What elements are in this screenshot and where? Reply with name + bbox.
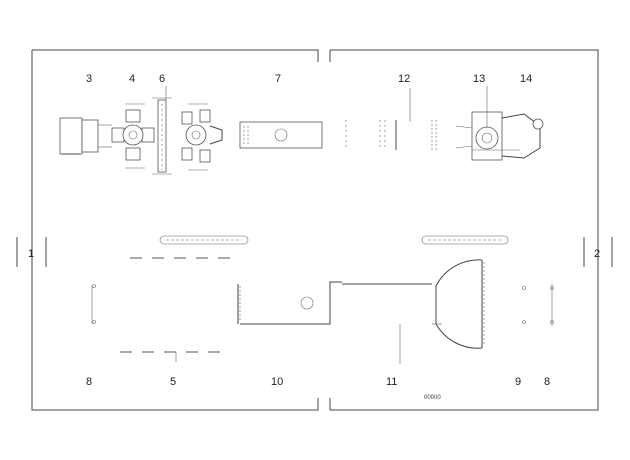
section-marker-left: 1 bbox=[16, 237, 47, 267]
section-marker-right: 2 bbox=[583, 237, 613, 267]
top-leader-lines bbox=[165, 86, 488, 128]
label-10: 10 bbox=[271, 376, 283, 388]
front-flange bbox=[59, 117, 112, 155]
label-11: 11 bbox=[386, 376, 397, 388]
centering-sleeve bbox=[152, 97, 172, 175]
label-6-top: 6 bbox=[159, 73, 165, 85]
section-marker-left-label: 1 bbox=[28, 248, 34, 260]
label-3: 3 bbox=[86, 73, 92, 85]
label-4: 4 bbox=[129, 73, 135, 85]
label-12: 12 bbox=[398, 73, 410, 85]
dust-seals bbox=[345, 120, 437, 150]
label-8-right: 8 bbox=[544, 376, 550, 388]
flexible-disc-flange bbox=[181, 103, 223, 171]
front-shaft-section bbox=[91, 257, 342, 362]
label-8-left: 8 bbox=[86, 376, 92, 388]
label-14: 14 bbox=[520, 73, 532, 85]
callout-numbers: 3 4 6 7 12 13 14 8 5 10 11 9 8 bbox=[86, 73, 550, 388]
rear-universal-joint bbox=[455, 111, 544, 161]
shaft-tube-segment bbox=[239, 121, 323, 149]
label-9: 9 bbox=[515, 376, 521, 388]
image-code: 00000 bbox=[424, 395, 441, 401]
section-marker-right-label: 2 bbox=[594, 248, 600, 260]
detail-sub-labels bbox=[159, 235, 509, 245]
frame bbox=[31, 49, 599, 411]
rear-shaft-section bbox=[342, 259, 554, 364]
label-13: 13 bbox=[473, 73, 485, 85]
universal-joint-cross bbox=[111, 103, 155, 169]
label-7: 7 bbox=[275, 73, 281, 85]
label-5: 5 bbox=[170, 376, 176, 388]
